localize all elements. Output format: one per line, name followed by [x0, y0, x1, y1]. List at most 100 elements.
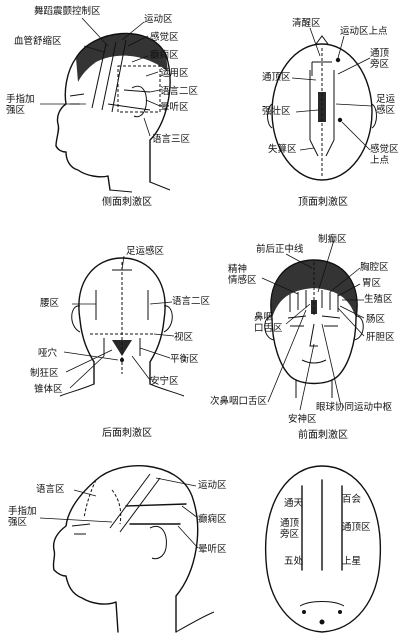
top2-point-left [302, 610, 306, 614]
side2-label-diankuang: 癫痫区 [198, 513, 227, 525]
side-label-yunyong: 运用区 [160, 68, 189, 79]
side2-band-a [109, 473, 151, 529]
side-band-c [111, 39, 127, 113]
side2-label-yuyan: 语言区 [36, 483, 65, 495]
side-leader-yunting [145, 99, 161, 107]
back-leader-anning [131, 355, 151, 381]
side-band-a [91, 43, 107, 109]
top-label-ganjue-up: 感觉区上点 [370, 143, 399, 166]
side-view-2-panel: 语言区 运动区 手指加强区 癫痫区 晕听区 [8, 465, 227, 633]
side-label-ganjue: 感觉区 [150, 31, 179, 43]
front-zone-lines [289, 290, 339, 312]
front-ear-left [264, 315, 275, 341]
top-view-2-panel: 通天 百会 通顶旁区 通顶区 五处 上星 [264, 465, 382, 633]
top-label-qiangzhuang: 强壮区 [262, 105, 291, 117]
back-leader-yuyan2 [149, 301, 173, 305]
side2-leader-yuyan [73, 489, 97, 497]
side-leader-xueguan [83, 45, 105, 53]
front-neck [295, 380, 333, 398]
back-view-panel: 足运感区 腰区 语言二区 视区 哑穴 平衡区 制狂区 安宁区 锥体区 后面刺激区 [30, 245, 211, 439]
top-view-panel: 清醒区 运动区上点 通顶旁区 通顶区 强壮区 足运感区 失算区 感觉区上点 顶面… [262, 17, 399, 208]
front-mouth [301, 359, 327, 364]
side2-label-yunting: 晕听区 [198, 544, 227, 555]
top-leader-shisuan [299, 147, 315, 151]
back-leader-pingheng [139, 347, 171, 359]
front-leader-cibi [267, 309, 307, 403]
side2-leader-yundong [155, 477, 197, 487]
back-neck [59, 383, 185, 397]
back-leader-zhuiti [69, 355, 105, 389]
front-label-qianhou: 前后正中线 [256, 243, 304, 255]
front-leader-qianhou [285, 253, 313, 269]
back-label-zuyungan: 足运感区 [126, 245, 165, 257]
back-label-shi: 视区 [174, 331, 194, 343]
back-point-yaxue [120, 358, 124, 362]
top-head-outline [271, 43, 373, 181]
side-ear [131, 85, 147, 118]
front-ear-right [353, 315, 364, 341]
front-label-yanqiu: 眼球协同运动中枢 [316, 401, 393, 413]
side-leader-yuyan3 [143, 117, 151, 137]
side-view-panel: 舞蹈震颤控制区 血管舒缩区 运动区 感觉区 癫痫区 运用区 语言二区 晕听区 手… [6, 5, 199, 208]
back-leader-zhikuang [65, 349, 113, 373]
top-zone-tongding [318, 92, 326, 122]
top-point-yundong [335, 57, 341, 63]
top2-label-wuchu: 五处 [284, 555, 304, 567]
side2-brow [71, 523, 91, 527]
side2-leader-yunting [177, 525, 199, 549]
side-line-lang [107, 103, 151, 111]
back-label-zhikuang: 制狂区 [30, 367, 59, 379]
top-label-zuyungan: 足运感区 [376, 94, 396, 116]
side2-hairline [83, 479, 122, 525]
side2-label-yundong: 运动区 [198, 480, 227, 491]
side2-label-shouzhi: 手指加强区 [8, 505, 37, 528]
back-caption: 后面刺激区 [102, 426, 152, 439]
front-label-zhidian: 制癫区 [318, 233, 347, 245]
top-label-tongding-pang: 通顶旁区 [370, 48, 390, 70]
back-leader-zuyungan [121, 255, 125, 271]
back-head-outline [78, 257, 166, 385]
side2-leader-diankuang [181, 505, 199, 519]
top-label-qingxing: 清醒区 [292, 17, 321, 29]
front-leader-anshen [299, 343, 315, 411]
top2-forehead [299, 601, 345, 607]
top-leader-ganjue-up [341, 121, 371, 151]
side-label-yuyan2: 语言二区 [160, 85, 199, 97]
top-leader-tongding [291, 77, 317, 81]
front-label-cibi: 次鼻咽口舌区 [210, 395, 268, 407]
back-zone-pingheng [103, 338, 141, 356]
top-leader-yundong [337, 35, 345, 59]
top2-label-baihui: 百会 [342, 493, 362, 505]
top-nose [315, 35, 329, 45]
top-ear-right [371, 103, 377, 129]
top2-point-mid [319, 619, 325, 625]
side2-shoulder [175, 611, 215, 633]
back-ear-left [71, 305, 81, 333]
top-caption: 顶面刺激区 [298, 195, 348, 208]
front-label-chang: 肠区 [366, 314, 386, 325]
front-label-xiongqiang: 胸腔区 [360, 261, 389, 273]
front-nose [309, 323, 318, 347]
top-leader-tongding-pang [337, 57, 371, 75]
front-caption: 前面刺激区 [298, 428, 348, 441]
top-leader-qiangzhuang [295, 109, 319, 113]
side-label-yundong: 运动区 [144, 14, 173, 25]
front-leader-xiongqiang [329, 267, 361, 293]
back-leader-yaxue [63, 351, 119, 361]
top-leader-zuyungan [335, 103, 373, 107]
top-label-tongding: 通顶区 [262, 72, 291, 83]
back-leader-shi [153, 333, 175, 337]
side-band-b [101, 41, 117, 111]
back-label-zhuiti: 锥体区 [34, 383, 63, 395]
front-label-gandan: 肝胆区 [366, 332, 395, 343]
side-label-xueguan: 血管舒缩区 [14, 35, 62, 47]
top2-label-shangxing: 上星 [342, 556, 361, 567]
front-zone-center [311, 300, 317, 314]
top-point-ganjue [337, 117, 343, 123]
side2-head-outline [52, 465, 199, 633]
side2-leader-shouzhi [39, 517, 113, 523]
back-label-yao: 腰区 [40, 298, 60, 309]
back-label-yuyan2: 语言二区 [172, 295, 211, 307]
front-leader-jingshen [261, 277, 299, 295]
side-hair [76, 33, 168, 82]
